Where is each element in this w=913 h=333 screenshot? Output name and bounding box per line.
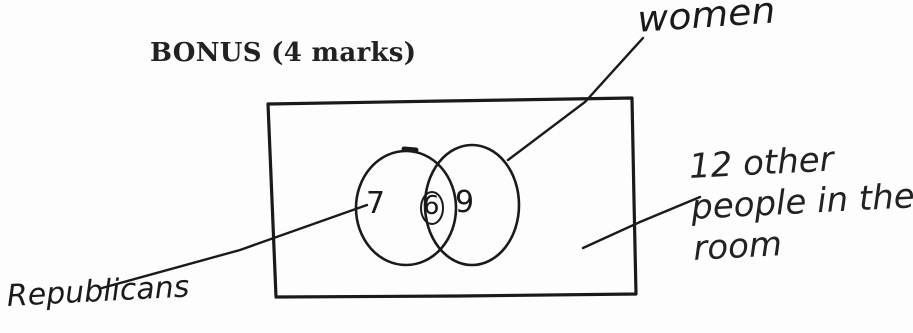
women-circle: [423, 143, 521, 267]
universal-set-rectangle: [266, 96, 638, 299]
intersection-count: 6: [423, 191, 440, 221]
others-leader-line: [581, 195, 702, 250]
republicans-leader-line: [100, 203, 369, 290]
bonus-heading: BONUS (4 marks): [150, 38, 417, 68]
republicans-only-count: 7: [366, 186, 386, 221]
women-leader-line: [506, 36, 645, 162]
others-label: 12 other people in the room: [688, 139, 913, 269]
intersection-mark-circle: [420, 191, 444, 225]
pen-mark: [401, 146, 419, 153]
women-only-count: 9: [455, 185, 475, 220]
